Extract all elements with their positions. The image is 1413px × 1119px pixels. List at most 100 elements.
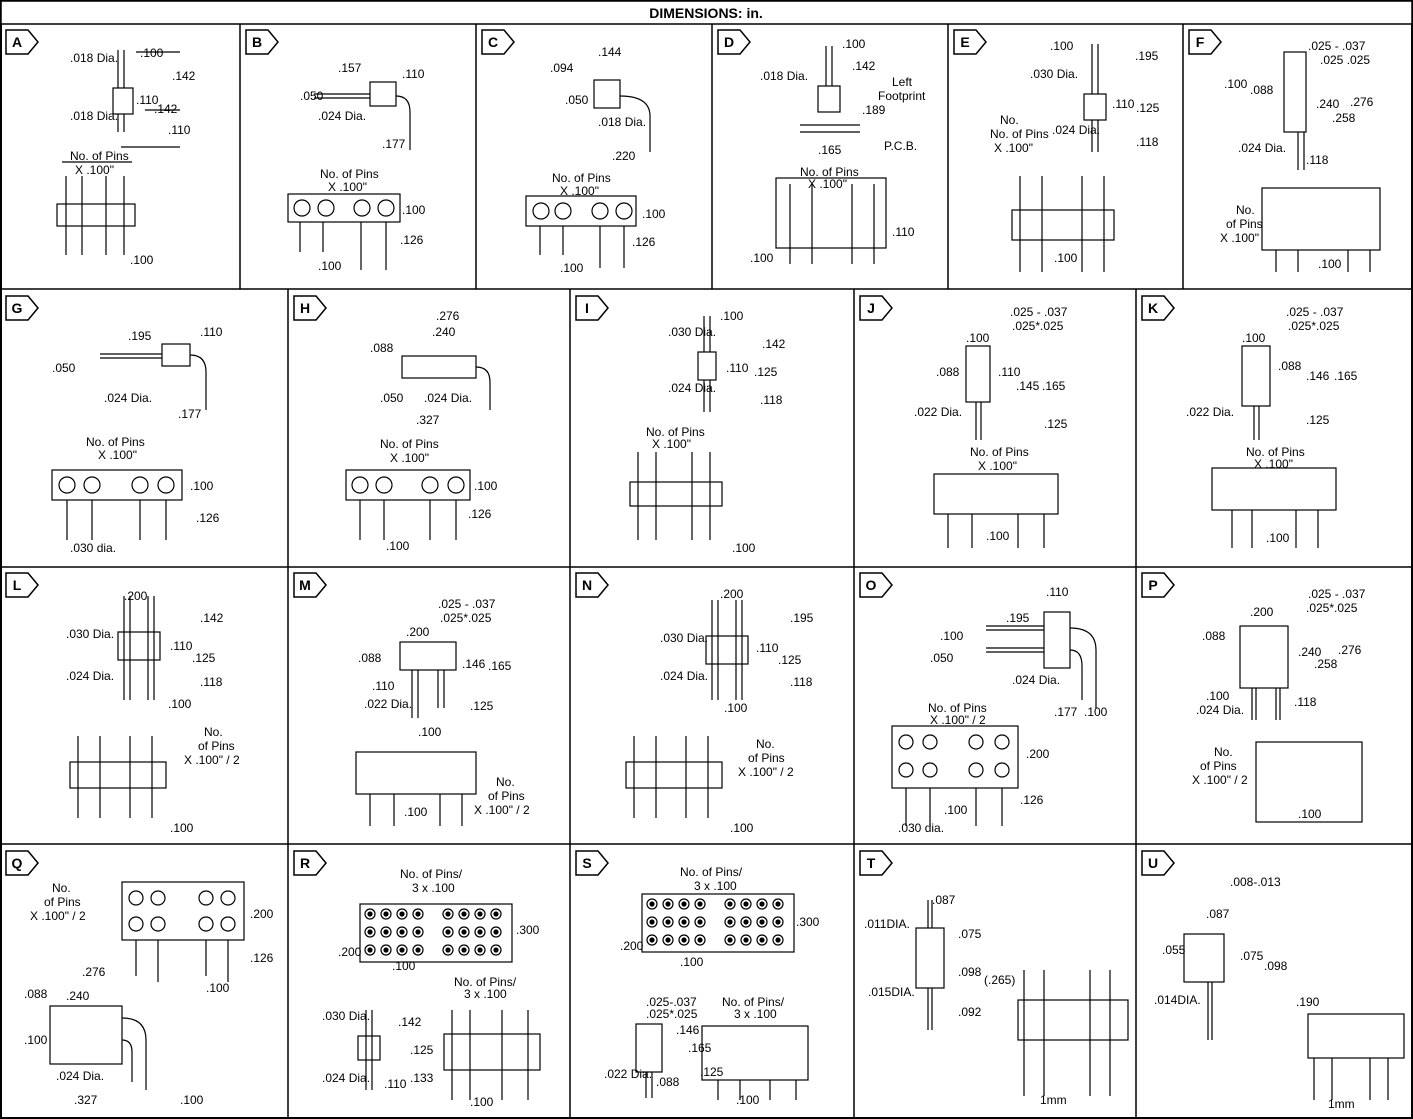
k-dim-2: .146 xyxy=(1306,369,1330,383)
pin-hole xyxy=(740,916,752,928)
pin-hole-center xyxy=(727,901,733,907)
pin-hole xyxy=(756,934,768,946)
p-dim-1: .088 xyxy=(1202,629,1226,643)
e-dia-bottom: .024 Dia. xyxy=(1052,123,1100,137)
panel-tag-k: K xyxy=(1141,295,1175,321)
panel-n: .200 .195 .030 Dia. .110 .125 .024 Dia. … xyxy=(625,587,814,835)
q-dim-1: .126 xyxy=(250,951,274,965)
p-dim-5: .100 xyxy=(1206,689,1230,703)
b-dim-6: .100 xyxy=(318,259,342,273)
g-dia: .024 Dia. xyxy=(104,391,152,405)
panel-tag-h: H xyxy=(293,295,327,321)
pin-hole xyxy=(458,908,470,920)
b-dim-0: .157 xyxy=(338,61,362,75)
j-x100: X .100" xyxy=(978,459,1017,473)
t-dim-2: .075 xyxy=(958,927,982,941)
h-dim-4: .327 xyxy=(416,413,440,427)
u-dim-7: 1mm xyxy=(1328,1097,1355,1111)
s-dim-1: .200 xyxy=(620,939,644,953)
a-dim-2: .110 xyxy=(136,93,159,107)
pin-hole xyxy=(442,908,454,920)
m-x100-half: X .100" / 2 xyxy=(474,803,530,817)
s-dim-2: .100 xyxy=(680,955,704,969)
h-dim-2: .088 xyxy=(370,341,394,355)
pin-hole xyxy=(396,926,408,938)
o-dim-6: .200 xyxy=(1026,747,1050,761)
n-dim-1: .195 xyxy=(790,611,814,625)
i-dim-4: .118 xyxy=(760,393,783,407)
pin-hole xyxy=(724,916,736,928)
p-dim-7: .100 xyxy=(1298,807,1322,821)
pin-hole xyxy=(474,944,486,956)
pin-hole xyxy=(474,908,486,920)
c-dim-2: .050 xyxy=(565,93,589,107)
panel-letter: R xyxy=(300,855,310,871)
j-dim-4: .165 xyxy=(1042,379,1066,393)
panel-letter: D xyxy=(724,34,734,50)
i-dim-0: .100 xyxy=(720,309,744,323)
q-dim-4: .088 xyxy=(24,987,48,1001)
n-dim-5: .100 xyxy=(724,701,748,715)
pin-hole-center xyxy=(681,901,687,907)
c-x100: X .100" xyxy=(560,184,599,198)
r-dim-4: .125 xyxy=(410,1043,434,1057)
pin-hole xyxy=(380,926,392,938)
panel-h: .276 .240 .088 .050 .024 Dia. .327 No. o… xyxy=(345,309,498,553)
j-dim-2: .110 xyxy=(998,365,1021,379)
j-dia: .022 Dia. xyxy=(914,405,962,419)
k-note-a: .025 - .037 xyxy=(1286,305,1344,319)
q-dim-6: .327 xyxy=(74,1093,98,1107)
d-pins-label: No. of Pins xyxy=(800,165,859,179)
u-dim-0: .008-.013 xyxy=(1230,875,1281,889)
panel-letter: G xyxy=(12,300,23,316)
e-pins-label: No. of Pins xyxy=(990,127,1049,141)
o-dia-lower: .030 dia. xyxy=(898,821,944,835)
s-pins-label: No. of Pins/ xyxy=(680,865,743,879)
u-dim-6: .190 xyxy=(1296,995,1320,1009)
pin-hole xyxy=(490,944,502,956)
pin-hole-center xyxy=(775,919,781,925)
panel-letter: P xyxy=(1148,577,1157,593)
r-dim-1: .200 xyxy=(338,945,362,959)
m-dim-3: .165 xyxy=(488,659,512,673)
g-dim-5: .126 xyxy=(196,511,220,525)
pin-hole-center xyxy=(477,929,483,935)
q-dim-5: .100 xyxy=(24,1033,48,1047)
h-dim-6: .126 xyxy=(468,507,492,521)
p-dim-6: .118 xyxy=(1294,695,1317,709)
r-dim-6: .110 xyxy=(384,1077,407,1091)
pin-hole-center xyxy=(697,937,703,943)
p-x100-half: X .100" / 2 xyxy=(1192,773,1248,787)
o-dim-2: .100 xyxy=(940,629,964,643)
pin-hole-center xyxy=(383,911,389,917)
j-note-a: .025 - .037 xyxy=(1010,305,1068,319)
t-dim-6: .092 xyxy=(958,1005,982,1019)
r-dia-bottom: .024 Dia. xyxy=(322,1071,370,1085)
panel-tag-c: C xyxy=(481,29,515,55)
o-dia: .024 Dia. xyxy=(1012,673,1060,687)
g-dim-0: .195 xyxy=(128,329,152,343)
t-dim-3: .098 xyxy=(958,965,982,979)
t-dim-4: (.265) xyxy=(984,973,1015,987)
e-dim-5: .100 xyxy=(1054,251,1078,265)
panel-tag-s: S xyxy=(575,850,609,876)
r-dim-5: .133 xyxy=(410,1071,434,1085)
panel-j: .025 - .037 .025*.025 .100 .088 .110 .14… xyxy=(914,305,1068,548)
k-dim-3: .165 xyxy=(1334,369,1358,383)
pin-hole-center xyxy=(477,911,483,917)
p-dia: .024 Dia. xyxy=(1196,703,1244,717)
pin-hole xyxy=(646,934,658,946)
s-dim-5: .125 xyxy=(700,1065,724,1079)
pin-hole-center xyxy=(697,901,703,907)
pin-hole-center xyxy=(759,937,765,943)
s-pins-label-2: No. of Pins/ xyxy=(722,995,785,1009)
panel-tag-d: D xyxy=(717,29,751,55)
panel-tag-o: O xyxy=(859,572,893,598)
n-dia-top: .030 Dia. xyxy=(660,631,708,645)
a-dia-top: .018 Dia. xyxy=(70,51,118,65)
pin-hole-center xyxy=(415,947,421,953)
j-dim-5: .125 xyxy=(1044,417,1068,431)
h-dim-7: .100 xyxy=(386,539,410,553)
a-dim-5: .100 xyxy=(130,253,154,267)
